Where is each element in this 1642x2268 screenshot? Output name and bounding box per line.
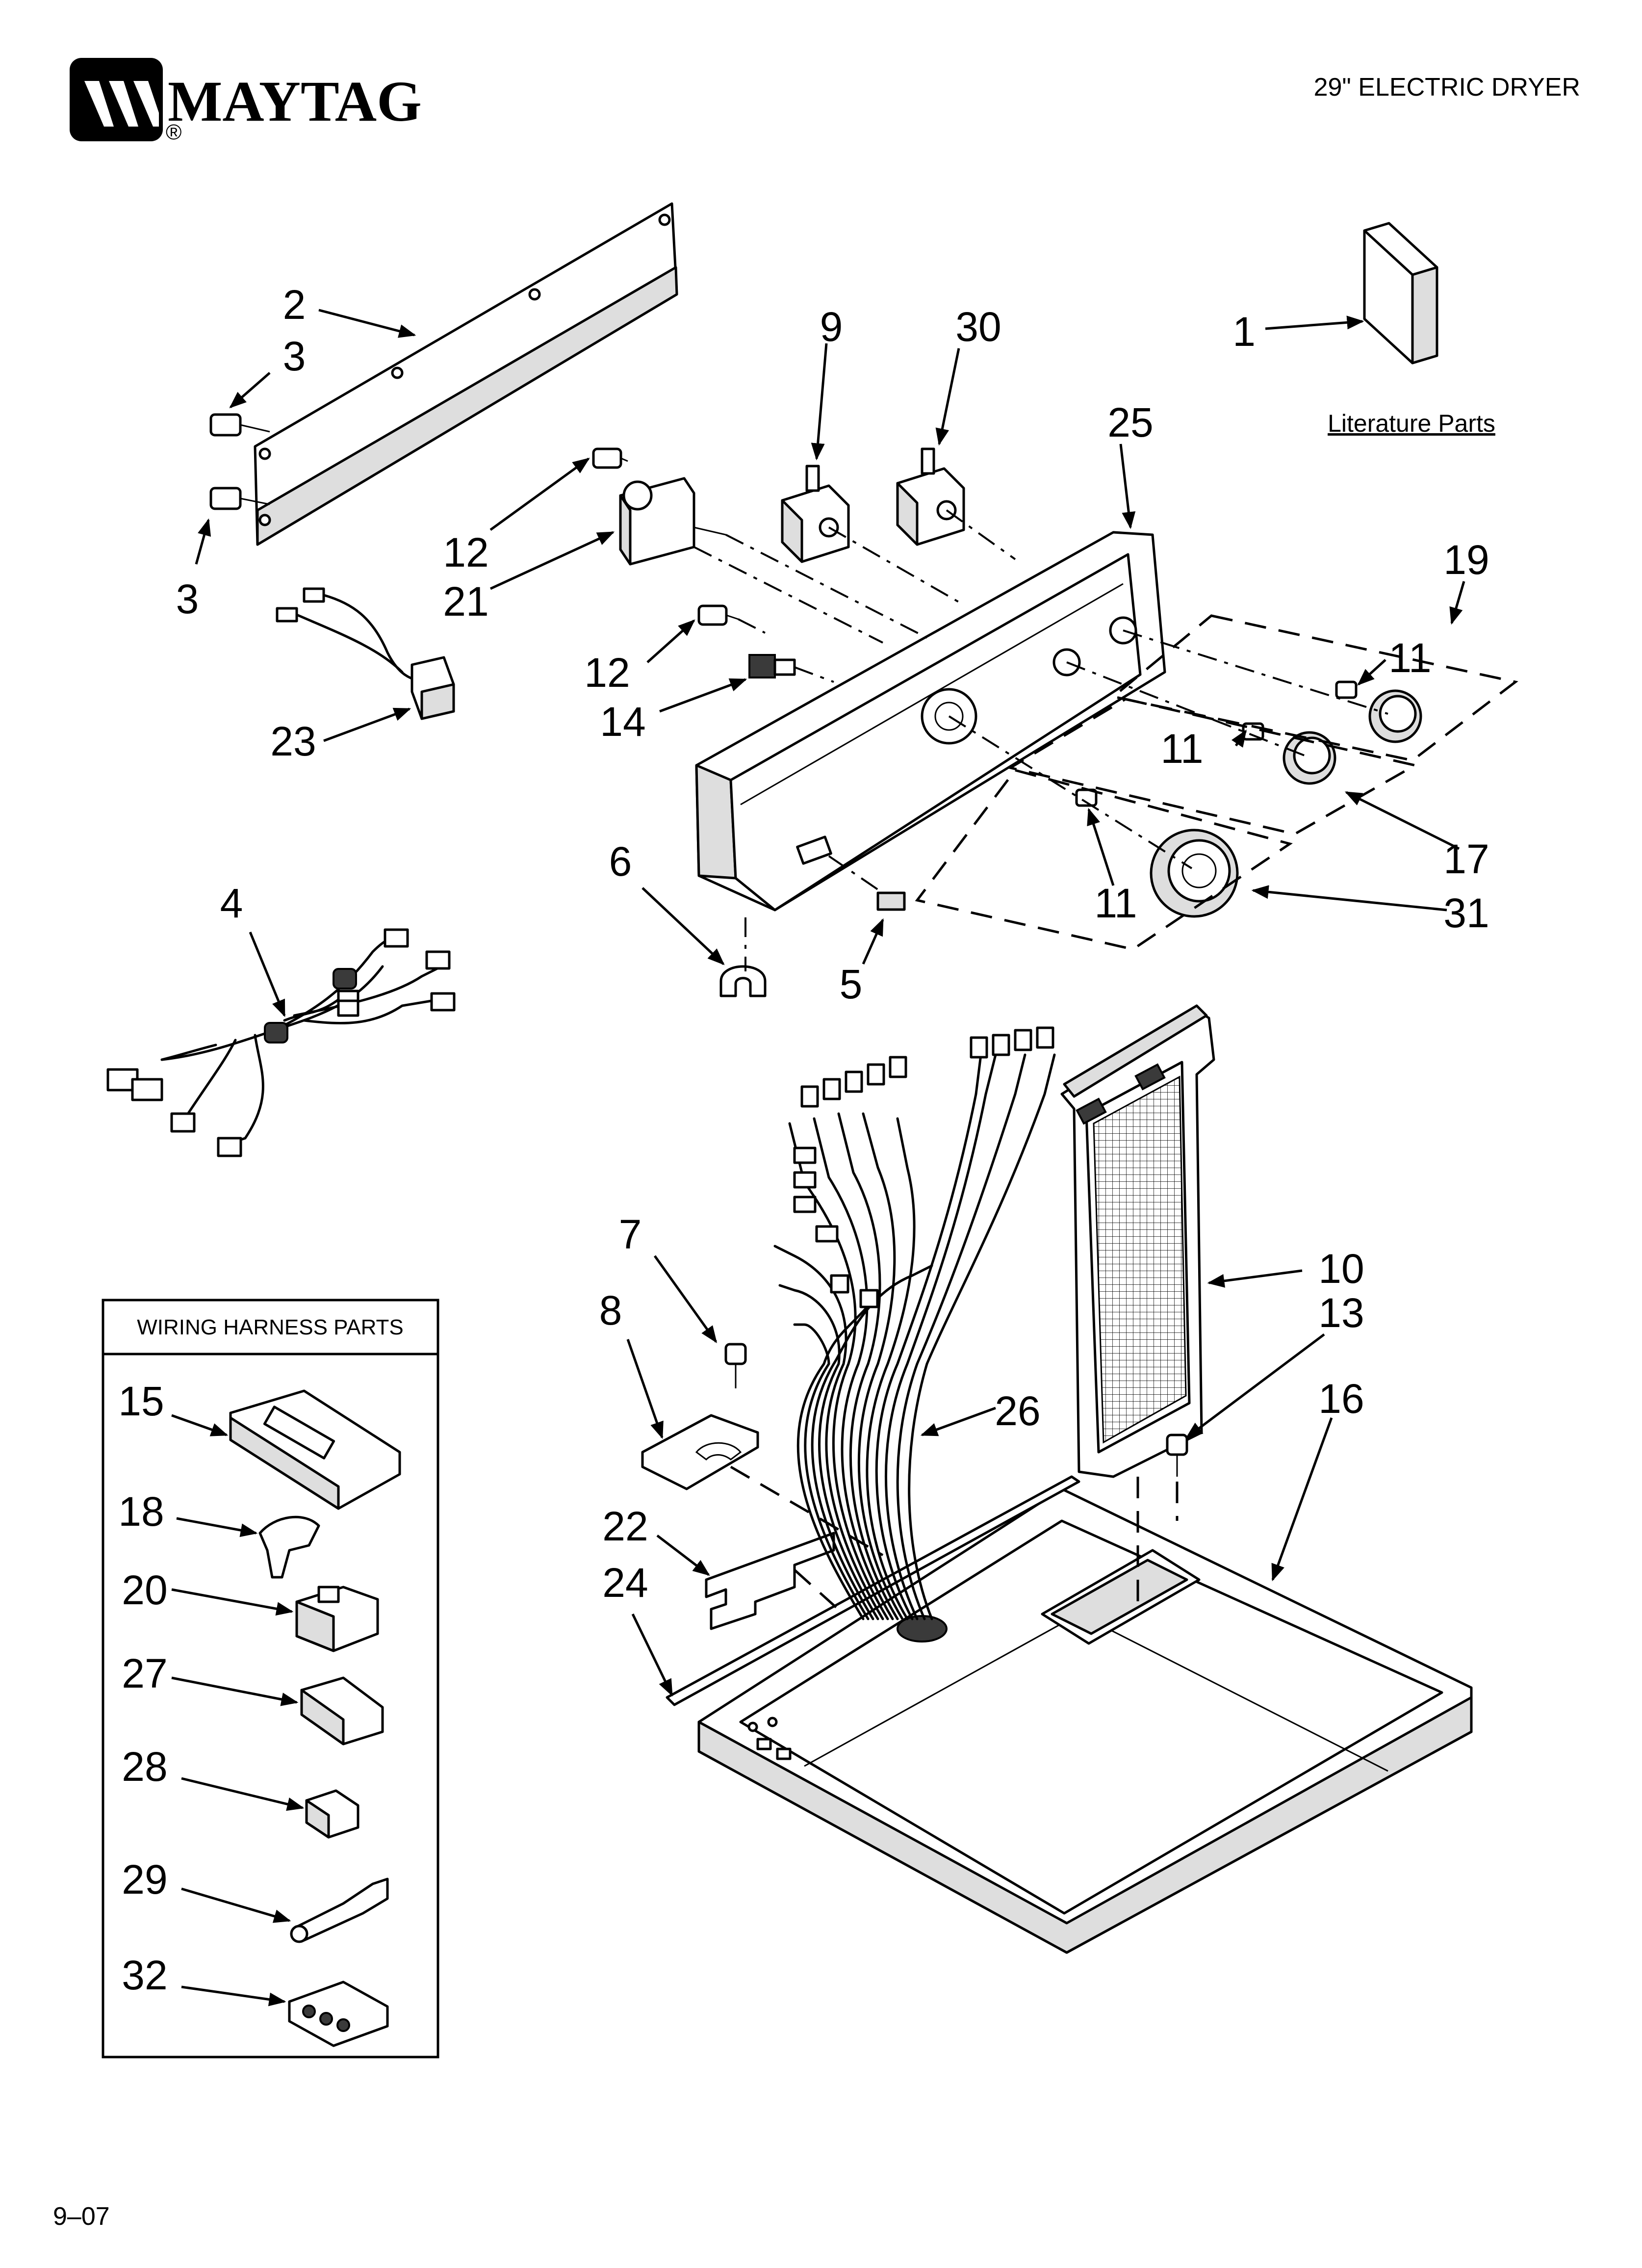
knob-insert-11a	[1335, 680, 1358, 699]
screw-13	[1166, 1434, 1188, 1477]
harness-4	[106, 928, 456, 1157]
callout-28: 28	[122, 1744, 167, 1790]
callout-16: 16	[1318, 1376, 1364, 1422]
callout-21: 21	[443, 578, 488, 625]
callout-10: 10	[1318, 1246, 1364, 1292]
callout-9: 9	[820, 304, 843, 350]
lint-screen-10	[1060, 1004, 1215, 1478]
callout-11b: 11	[1160, 726, 1203, 772]
knob-31-group-box	[915, 769, 1293, 951]
callout-1: 1	[1232, 309, 1256, 355]
knob-17-group-box	[1007, 698, 1418, 835]
knob-19	[1368, 689, 1422, 743]
callout-31: 31	[1443, 890, 1489, 936]
callout-20: 20	[122, 1567, 167, 1613]
switch-14	[748, 654, 796, 678]
brand-name: MAYTAG	[168, 69, 422, 133]
maytag-m-logo-icon	[70, 58, 163, 141]
callout-8: 8	[599, 1287, 622, 1333]
screw-12b	[697, 604, 739, 626]
timer-21	[619, 477, 726, 566]
terminal-29	[290, 1877, 389, 1943]
callout-3a: 3	[283, 333, 306, 379]
callout-6: 6	[609, 838, 632, 885]
callout-23: 23	[270, 718, 316, 764]
screw-3b	[209, 487, 270, 510]
registered-mark: ®	[166, 120, 181, 144]
callout-15: 15	[118, 1378, 164, 1424]
callout-11c: 11	[1094, 880, 1137, 926]
switch-9	[781, 465, 850, 563]
connector-15	[229, 1389, 401, 1510]
harness-26-connectors	[793, 1026, 1054, 1308]
control-label-5	[876, 891, 906, 911]
callout-32: 32	[122, 1952, 167, 1998]
callout-30: 30	[955, 304, 1001, 350]
page-number: 9–07	[53, 2202, 110, 2231]
callout-25: 25	[1107, 399, 1153, 445]
callout-22: 22	[602, 1503, 648, 1549]
screw-3a	[209, 413, 270, 437]
callout-26: 26	[995, 1388, 1040, 1434]
switch-30	[896, 447, 965, 546]
callout-12b: 12	[584, 650, 630, 696]
callout-27: 27	[122, 1650, 167, 1696]
callout-17: 17	[1443, 836, 1489, 882]
callout-12a: 12	[443, 529, 488, 575]
wiring-box-title: WIRING HARNESS PARTS	[137, 1315, 404, 1339]
maytag-logo: MAYTAG ®	[70, 58, 422, 144]
knob-19-group-box	[1110, 614, 1518, 762]
plate-8	[641, 1414, 759, 1490]
knob-17	[1283, 731, 1336, 785]
harness-23	[276, 587, 455, 720]
callout-labels: 1 2 3 3 9 30 25 19 11 11 11 17 31 12 21 …	[118, 282, 1489, 1998]
callout-3b: 3	[176, 576, 199, 622]
screw-7	[724, 1343, 747, 1388]
callout-19: 19	[1443, 537, 1489, 583]
connector-32	[288, 1981, 389, 2047]
leader-lines	[171, 309, 1465, 2007]
literature-label: Literature Parts	[1328, 410, 1495, 437]
callout-14: 14	[600, 699, 645, 745]
connector-18	[258, 1515, 320, 1579]
connector-28	[305, 1789, 359, 1839]
callout-11a: 11	[1388, 635, 1431, 681]
callout-4: 4	[220, 880, 243, 926]
callout-13: 13	[1318, 1290, 1364, 1336]
wiring-harness-parts-box: WIRING HARNESS PARTS	[102, 1299, 439, 2059]
literature-part	[1363, 222, 1438, 365]
knob-31	[1150, 829, 1239, 918]
model-title: 29" ELECTRIC DRYER	[1314, 73, 1580, 102]
callout-5: 5	[840, 961, 863, 1007]
control-panel-bracket	[254, 202, 678, 546]
clip-6	[719, 965, 767, 997]
callout-18: 18	[118, 1488, 164, 1535]
connector-20	[295, 1586, 379, 1652]
callout-29: 29	[122, 1856, 167, 1903]
control-console	[695, 531, 1166, 912]
bracket-22	[705, 1532, 835, 1630]
callout-2: 2	[283, 282, 306, 328]
callout-24: 24	[602, 1560, 648, 1606]
screw-12a	[592, 447, 628, 469]
callout-7: 7	[619, 1211, 642, 1257]
connector-27	[300, 1676, 384, 1746]
